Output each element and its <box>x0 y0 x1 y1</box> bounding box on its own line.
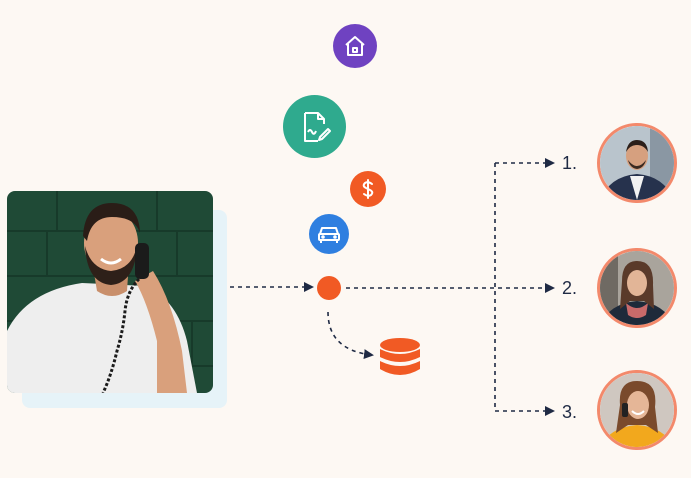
database-icon <box>378 337 422 379</box>
document-sign-icon <box>283 95 346 158</box>
routing-hub-dot <box>317 276 341 300</box>
agent-3-rank: 3. <box>562 402 578 422</box>
dollar-icon <box>350 171 386 207</box>
car-icon <box>309 214 349 254</box>
home-icon <box>333 24 377 68</box>
caller-photo <box>7 191 213 393</box>
agent-2-avatar <box>597 248 677 328</box>
hub-to-database-line <box>327 311 374 360</box>
agent-1-avatar <box>597 123 677 203</box>
agent-2-rank: 2. <box>562 278 578 298</box>
agent-3-avatar <box>597 370 677 450</box>
agent-1-rank: 1. <box>562 153 578 173</box>
